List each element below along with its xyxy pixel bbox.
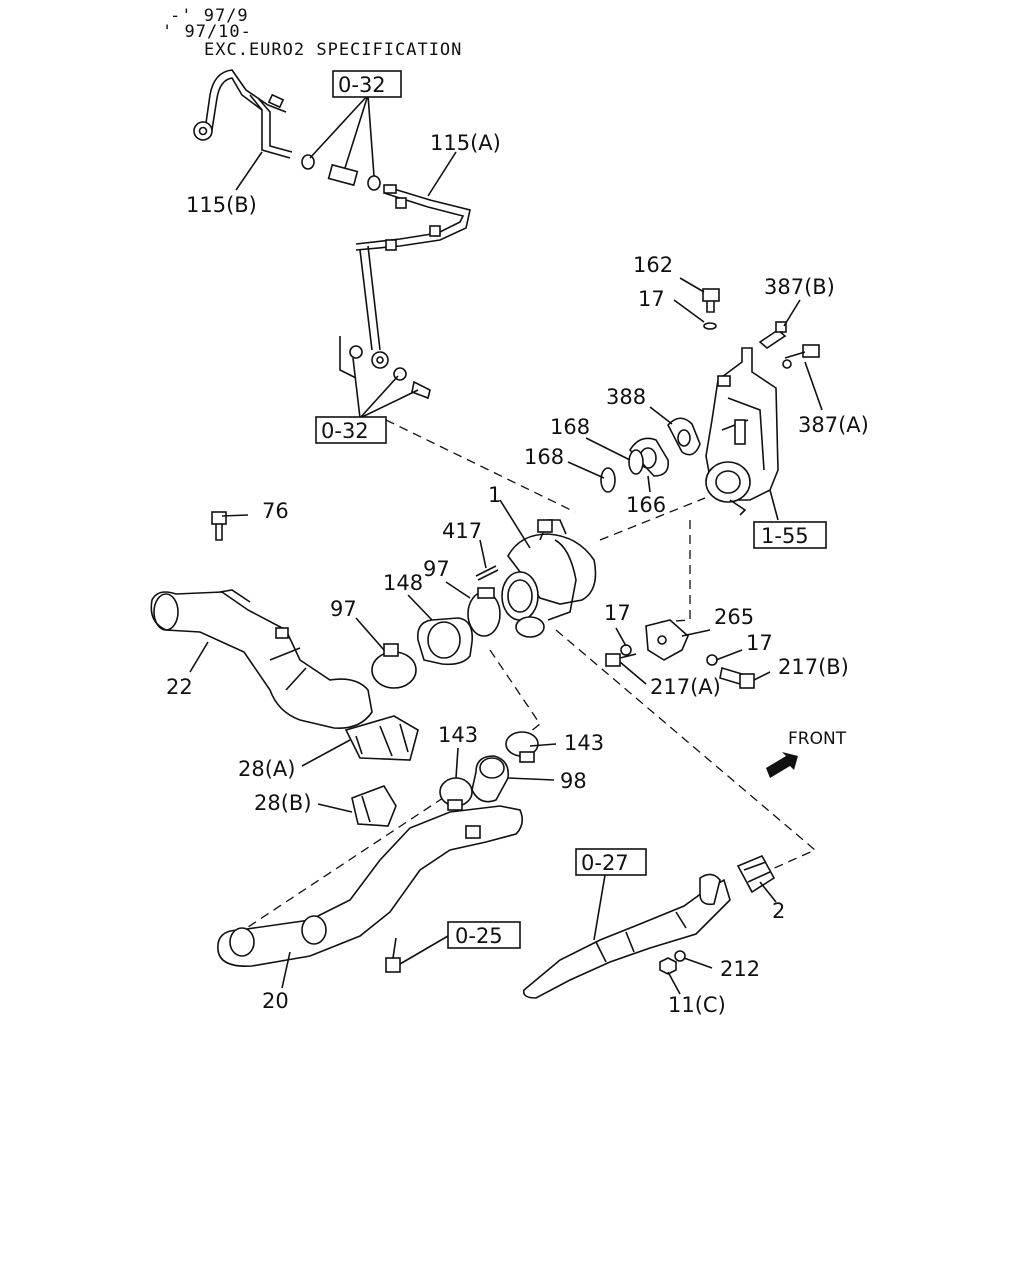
pipe-115a bbox=[355, 184, 471, 369]
clamp-97-upper bbox=[467, 587, 501, 637]
label-148: 148 bbox=[383, 571, 423, 595]
hose-22 bbox=[150, 589, 373, 729]
label-388: 388 bbox=[606, 385, 646, 409]
sleeve-148 bbox=[416, 617, 474, 666]
bolt-217a bbox=[605, 653, 637, 667]
exhaust-pipe bbox=[522, 873, 731, 999]
label-17-right: 17 bbox=[746, 631, 773, 655]
label-168-upper: 168 bbox=[550, 415, 590, 439]
hose-143-upper bbox=[505, 731, 539, 763]
label-212: 212 bbox=[720, 957, 760, 981]
heat-shield-28b bbox=[351, 785, 397, 827]
ref-box-0-27[interactable]: 0-27 bbox=[575, 848, 647, 876]
turbocharger-1 bbox=[501, 519, 597, 638]
bolt-387b bbox=[758, 321, 787, 350]
heat-shield-28a bbox=[344, 715, 419, 761]
clamp-97-lower bbox=[371, 643, 417, 689]
bolt-0-25 bbox=[385, 937, 401, 973]
label-17-mid: 17 bbox=[604, 601, 631, 625]
bolt-162 bbox=[702, 288, 720, 313]
label-20: 20 bbox=[262, 989, 289, 1013]
label-28a: 28(A) bbox=[238, 757, 295, 781]
svg-text:0-27: 0-27 bbox=[581, 851, 629, 875]
label-22: 22 bbox=[166, 675, 193, 699]
svg-text:0-32: 0-32 bbox=[338, 73, 386, 97]
washer-17-mid bbox=[620, 644, 632, 656]
label-1: 1 bbox=[488, 483, 501, 507]
header-specification: EXC.EURO2 SPECIFICATION bbox=[204, 40, 463, 60]
alignment-line-hose-20 bbox=[235, 791, 453, 936]
header-date-range-1: -' 97/9 bbox=[170, 6, 249, 26]
bolt-76 bbox=[211, 511, 227, 541]
label-28b: 28(B) bbox=[254, 791, 312, 815]
exhaust-manifold-housing bbox=[705, 347, 779, 516]
alignment-line-exhaust-2 bbox=[599, 497, 706, 541]
hose-98 bbox=[471, 755, 510, 803]
pipe-115b bbox=[193, 69, 293, 159]
label-387a: 387(A) bbox=[798, 413, 869, 437]
washer-17-top bbox=[703, 322, 717, 330]
label-143-left: 143 bbox=[438, 723, 478, 747]
front-arrow-icon bbox=[766, 752, 798, 778]
ring-168-lower bbox=[600, 467, 616, 493]
bolt-387a bbox=[782, 344, 820, 369]
ref-0-32-top-parts bbox=[301, 94, 381, 191]
ref-box-0-32-top[interactable]: 0-32 bbox=[332, 70, 402, 98]
stud-417 bbox=[475, 565, 499, 581]
label-11c: 11(C) bbox=[668, 993, 726, 1017]
bracket-265 bbox=[645, 619, 689, 661]
label-217b: 217(B) bbox=[778, 655, 849, 679]
washer-17-right bbox=[706, 654, 718, 666]
alignment-line-bracket bbox=[659, 520, 691, 623]
label-168-lower: 168 bbox=[524, 445, 564, 469]
bolt-217b bbox=[719, 666, 755, 689]
header-date-range-2: ' 97/10- bbox=[162, 22, 252, 42]
label-115b: 115(B) bbox=[186, 193, 257, 217]
alignment-line-hose-143 bbox=[489, 649, 541, 741]
ring-168-upper bbox=[628, 449, 644, 475]
ref-box-1-55[interactable]: 1-55 bbox=[753, 521, 827, 549]
nut-11c bbox=[659, 957, 677, 975]
label-front: FRONT bbox=[788, 729, 847, 749]
label-162: 162 bbox=[633, 253, 673, 277]
svg-text:0-25: 0-25 bbox=[455, 924, 503, 948]
label-387b: 387(B) bbox=[764, 275, 835, 299]
label-76: 76 bbox=[262, 499, 289, 523]
gasket-2 bbox=[736, 854, 776, 894]
ref-box-0-32-bottom[interactable]: 0-32 bbox=[315, 416, 387, 444]
label-166: 166 bbox=[626, 493, 666, 517]
washer-212 bbox=[674, 950, 686, 962]
ref-box-0-25[interactable]: 0-25 bbox=[447, 921, 521, 949]
label-2: 2 bbox=[772, 899, 785, 923]
leader-lines bbox=[189, 151, 823, 995]
label-17-top: 17 bbox=[638, 287, 665, 311]
label-143-right: 143 bbox=[564, 731, 604, 755]
svg-text:0-32: 0-32 bbox=[321, 419, 369, 443]
gasket-388 bbox=[667, 417, 701, 456]
label-265: 265 bbox=[714, 605, 754, 629]
label-97-upper: 97 bbox=[423, 557, 450, 581]
ref-0-32-bottom-parts bbox=[339, 336, 431, 419]
clamp-143-lower bbox=[439, 777, 473, 811]
label-97-lower: 97 bbox=[330, 597, 357, 621]
label-115a: 115(A) bbox=[430, 131, 501, 155]
label-217a: 217(A) bbox=[650, 675, 721, 699]
alignment-line-exhaust-1 bbox=[555, 629, 817, 871]
pipe-20 bbox=[217, 805, 524, 967]
alignment-line-oil-pipe bbox=[385, 419, 576, 513]
label-417: 417 bbox=[442, 519, 482, 543]
label-98: 98 bbox=[560, 769, 587, 793]
svg-text:1-55: 1-55 bbox=[761, 524, 809, 548]
